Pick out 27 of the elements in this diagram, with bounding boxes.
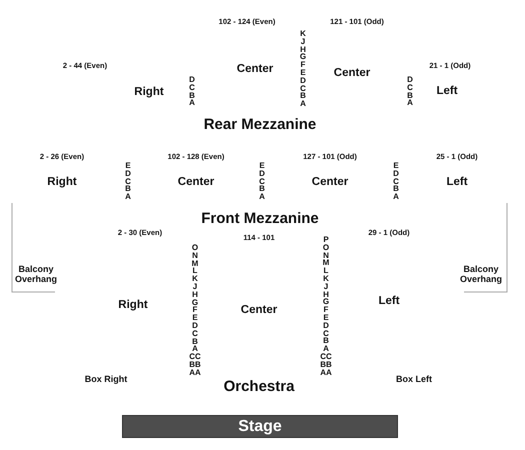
section-label: Center [312,176,348,189]
area-label: Balcony Overhang [15,265,57,285]
section-label: Left [436,85,458,98]
section-label: Right [134,86,164,99]
row-letters: P O N M L K J H G F E D C B A CC BB AA [320,236,332,376]
level-title: Orchestra [224,379,294,396]
section-label: Right [118,299,148,312]
section-label: Center [178,176,214,189]
row-letters: D C B A [407,76,413,108]
row-letters: E D C B A [125,162,131,201]
section-label: Center [334,67,370,80]
area-label: Balcony Overhang [460,265,502,285]
level-title: Front Mezzanine [201,211,319,228]
section-label: Left [446,176,468,189]
section-label: Center [236,63,274,76]
stage-bar: Stage [122,415,398,438]
section-label: Box Right [84,375,128,385]
section-label: Left [378,295,400,308]
row-letters: D C B A [189,76,195,108]
section-label: Right [47,176,77,189]
level-title: Rear Mezzanine [204,117,316,134]
row-letters: K J H G F E D C B A [300,30,306,108]
section-label: Center [240,304,278,317]
section-label: Box Left [396,375,432,385]
row-letters: O N M L K J H G F E D C B A CC BB AA [189,244,201,377]
row-letters: E D C B A [393,162,399,201]
row-letters: E D C B A [259,162,265,201]
